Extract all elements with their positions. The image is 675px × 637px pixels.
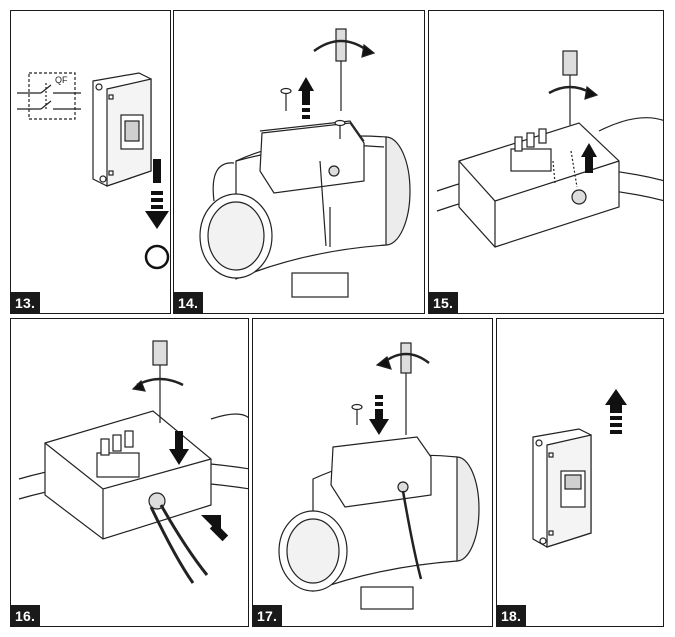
remove-cover-illustration [199,28,411,298]
open-terminal-box-illustration [436,50,663,248]
step-15-panel: 15. [428,10,664,314]
terminal-box-cover [259,122,365,194]
step-16-label: 16. [11,605,41,626]
step-13-label: 13. [11,292,41,313]
terminal-block [510,148,552,172]
step-18-panel: 18. [496,318,664,627]
up-arrow-icon [298,77,314,119]
qf-diagram-frame [28,72,76,120]
step-15-label: 15. [429,292,459,313]
circuit-breaker [532,428,592,548]
down-arrow-icon [169,431,189,465]
circuit-breaker [92,72,152,187]
qf-label: QF [55,75,68,85]
screwdriver-icon [375,342,430,435]
step-14-panel: 14. [173,10,425,314]
screwdriver-icon [313,28,376,111]
off-arrow-icon [145,159,169,229]
step-18-label: 18. [497,605,527,626]
off-symbol-icon [144,244,170,270]
screwdriver-icon [548,50,599,125]
up-arrow-icon [581,143,597,173]
terminal-box [458,122,620,248]
terminal-box-cover [330,436,432,508]
step-17-panel: 17. [252,318,493,627]
screw-icon [351,403,363,425]
step-14-label: 14. [174,292,204,313]
terminal-block [96,452,140,478]
step-13-panel: QF 13. [10,10,171,314]
connect-wires-illustration [18,340,248,584]
breaker-on-illustration [532,389,627,548]
screw-icon [280,87,346,139]
insert-arrow-icon [201,515,229,542]
up-arrow-icon [605,389,627,434]
replace-cover-illustration [278,342,480,610]
step-17-label: 17. [253,605,283,626]
step-16-panel: 16. [10,318,249,627]
screwdriver-icon [131,340,184,423]
breaker-off-illustration: QF [17,72,170,270]
down-arrow-icon [369,395,389,435]
